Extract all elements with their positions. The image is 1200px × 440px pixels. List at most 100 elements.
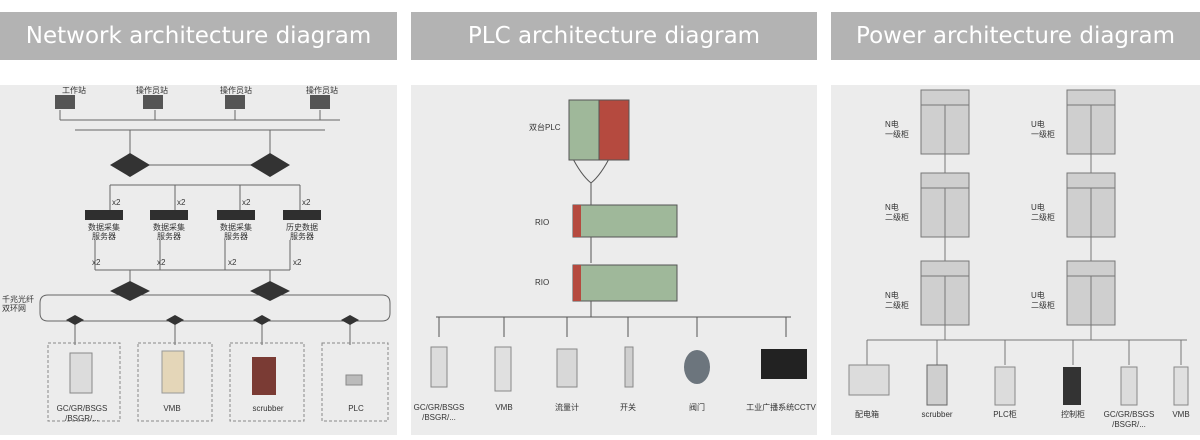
field-device-label: 开关 — [620, 402, 636, 412]
workstation-icon — [225, 95, 245, 109]
link-x2-label: x2 — [157, 258, 166, 267]
field-device-label: 流量计 — [555, 402, 579, 412]
cabinet-label: N电 — [885, 202, 899, 212]
cabinet-label: U电 — [1031, 202, 1045, 212]
flowmeter-icon — [556, 348, 578, 388]
access-switch-icon — [166, 315, 184, 325]
link-x2-label: x2 — [242, 198, 251, 207]
load-device-label: 配电箱 — [855, 409, 879, 419]
link-x2-label: x2 — [92, 258, 101, 267]
rio-label: RIO — [535, 278, 549, 287]
load-device-label: PLC柜 — [993, 409, 1017, 419]
device-label: VMB — [163, 404, 180, 413]
plc-diagram-panel: 双台PLC RIO RIO GC/GR/BSGS /BSGR/... — [411, 85, 817, 435]
field-device-label: 工业广播系统CCTV — [746, 402, 816, 412]
vmb-icon — [161, 350, 185, 394]
control-cabinet-icon — [1063, 367, 1081, 405]
ring-switch-icon — [110, 281, 150, 301]
server-icons — [85, 210, 321, 220]
gas-cabinet-icon — [69, 352, 93, 394]
cabinet-label: 二级柜 — [1031, 300, 1055, 310]
power-diagram-panel: N电 一级柜 U电 一级柜 N电 二级柜 U电 二级柜 N电 二级柜 U电 二级… — [831, 85, 1200, 435]
device-label: GC/GR/BSGS — [57, 404, 108, 413]
network-diagram-header: Network architecture diagram — [0, 12, 397, 60]
plc-diagram-header: PLC architecture diagram — [411, 12, 817, 60]
ring-label: 千兆光纤 — [2, 294, 34, 304]
plc-cabinet-icon — [994, 366, 1016, 406]
server-label: 历史数据 — [286, 222, 318, 232]
load-device-label: /BSGR/... — [1112, 420, 1146, 429]
rio-rack-icon — [572, 204, 678, 238]
rio-rack-icon — [572, 264, 678, 302]
device-group-box — [47, 342, 121, 422]
core-switch-icon — [110, 153, 150, 177]
device-label: /BSGR/... — [65, 414, 99, 423]
core-switch-icons — [110, 153, 290, 177]
network-diagram-panel: 工作站 操作员站 操作员站 操作员站 x2 x2 x2 x2 x2 x2 x2 … — [0, 85, 397, 435]
workstation-label: 操作员站 — [306, 85, 338, 95]
ring-switch-icons — [110, 281, 290, 301]
server-label: 数据采集 — [88, 222, 120, 232]
access-switch-icon — [66, 315, 84, 325]
server-label: 服务器 — [290, 231, 314, 241]
workstation-label: 工作站 — [62, 85, 86, 95]
cabinet-label: 一级柜 — [885, 129, 909, 139]
device-group-box — [137, 342, 213, 422]
workstation-icons — [55, 95, 330, 109]
access-switch-icon — [253, 315, 271, 325]
valve-icon — [684, 350, 710, 384]
device-group-box — [321, 342, 389, 422]
load-device-label: GC/GR/BSGS — [1104, 410, 1155, 419]
cabinet-label: 二级柜 — [885, 300, 909, 310]
power-diagram: N电 一级柜 U电 一级柜 N电 二级柜 U电 二级柜 N电 二级柜 U电 二级… — [848, 89, 1190, 429]
plc-rack-icon — [598, 99, 630, 161]
link-x2-label: x2 — [228, 258, 237, 267]
link-x2-label: x2 — [112, 198, 121, 207]
field-device-label: 阀门 — [689, 402, 705, 412]
workstation-icon — [310, 95, 330, 109]
switch-icon — [624, 346, 634, 388]
network-diagram: 工作站 操作员站 操作员站 操作员站 x2 x2 x2 x2 x2 x2 x2 … — [2, 85, 391, 423]
server-icon — [217, 210, 255, 220]
device-label: scrubber — [252, 404, 283, 413]
server-icon — [85, 210, 123, 220]
load-device-label: VMB — [1172, 410, 1189, 419]
workstation-label: 操作员站 — [220, 85, 252, 95]
device-group-box — [229, 342, 305, 422]
server-label: 数据采集 — [153, 222, 185, 232]
workstation-icon — [143, 95, 163, 109]
distribution-box-icon — [848, 364, 890, 396]
rio-label: RIO — [535, 218, 549, 227]
scrubber-icon — [252, 357, 276, 395]
server-label: 数据采集 — [220, 222, 252, 232]
device-label: PLC — [348, 404, 364, 413]
field-device-label: /BSGR/... — [422, 413, 456, 422]
gas-cabinet-icon — [1120, 366, 1138, 406]
ring-label: 双环网 — [2, 304, 26, 313]
load-device-label: 控制柜 — [1061, 409, 1085, 419]
core-switch-icon — [250, 153, 290, 177]
plc-rack-icon — [568, 99, 600, 161]
cabinet-label: 一级柜 — [1031, 129, 1055, 139]
server-icon — [283, 210, 321, 220]
gas-cabinet-icon — [430, 346, 448, 388]
server-label: 服务器 — [157, 231, 181, 241]
plc-icon — [345, 374, 363, 386]
link-x2-label: x2 — [177, 198, 186, 207]
ring-switch-icon — [250, 281, 290, 301]
cabinet-label: N电 — [885, 290, 899, 300]
vmb-icon — [1173, 366, 1189, 406]
access-switch-icons — [66, 315, 359, 325]
link-x2-label: x2 — [302, 198, 311, 207]
cabinet-label: 二级柜 — [1031, 212, 1055, 222]
field-device-label: VMB — [495, 403, 512, 412]
scrubber-icon — [926, 364, 948, 406]
workstation-label: 操作员站 — [136, 85, 168, 95]
plc-label: 双台PLC — [529, 122, 561, 132]
access-switch-icon — [341, 315, 359, 325]
power-diagram-header: Power architecture diagram — [831, 12, 1200, 60]
cabinet-label: 二级柜 — [885, 212, 909, 222]
server-label: 服务器 — [224, 231, 248, 241]
field-device-label: GC/GR/BSGS — [414, 403, 465, 412]
cabinet-label: N电 — [885, 119, 899, 129]
